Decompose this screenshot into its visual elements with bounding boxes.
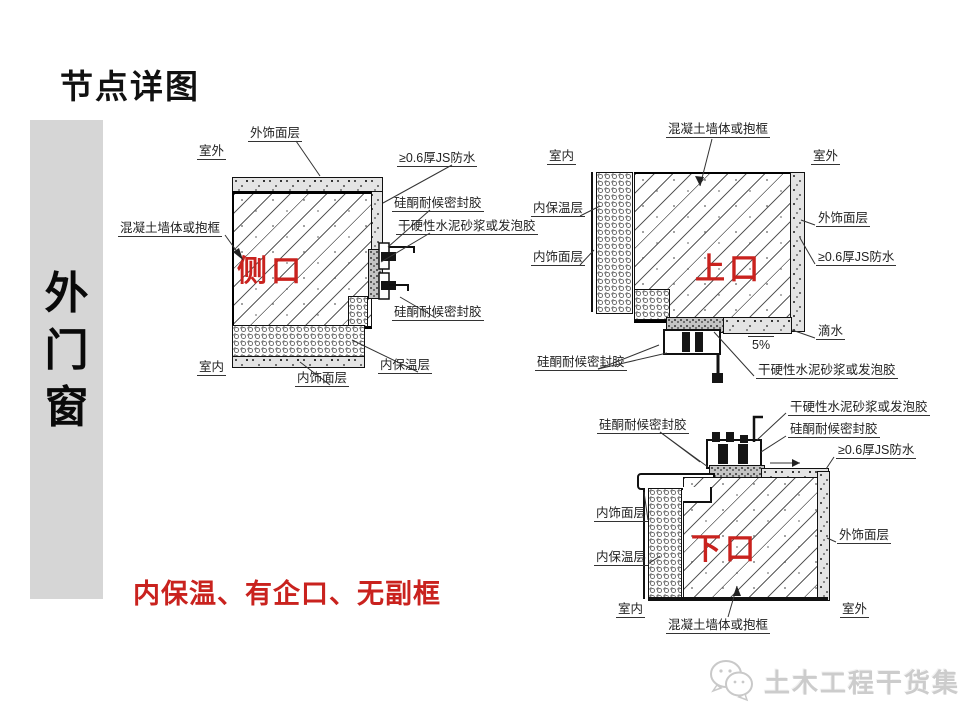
label-interior-finish: 内饰面层 bbox=[594, 506, 649, 523]
base-cut-line bbox=[648, 597, 828, 601]
insulation-rebate bbox=[634, 289, 670, 320]
label-js-waterproof: ≥0.6厚JS防水 bbox=[816, 250, 897, 267]
insulation-column bbox=[596, 172, 633, 314]
rebate-step bbox=[683, 487, 712, 503]
watermark-wechat-icon bbox=[710, 660, 753, 702]
note-text: 内保温、有企口、无副框 bbox=[133, 579, 441, 609]
page-title: 节点详图 bbox=[60, 68, 200, 105]
insulation-rebate bbox=[348, 296, 368, 327]
label-outdoor: 室外 bbox=[811, 149, 841, 166]
label-insulation: 内保温层 bbox=[531, 201, 586, 218]
banner-vertical-text: 外 门 窗 bbox=[30, 120, 103, 436]
label-interior-finish: 内饰面层 bbox=[531, 250, 586, 267]
banner-char: 门 bbox=[44, 326, 89, 375]
label-sealant: 硅酮耐候密封胶 bbox=[535, 355, 627, 372]
concrete-wall-hatch bbox=[232, 191, 372, 329]
label-indoor: 室内 bbox=[616, 602, 646, 619]
label-indoor: 室内 bbox=[547, 149, 577, 166]
tag-side-jamb: 侧口 bbox=[237, 255, 305, 288]
window-frame-profile bbox=[378, 242, 415, 300]
label-slope: 5% bbox=[748, 336, 775, 352]
label-concrete-wall: 混凝土墙体或抱框 bbox=[118, 221, 223, 238]
label-sealant-right: 硅酮耐候密封胶 bbox=[788, 422, 880, 439]
label-mortar-foam: 干硬性水泥砂浆或发泡胶 bbox=[788, 400, 930, 417]
section-banner-exterior-doors-windows: 外 门 窗 bbox=[30, 120, 103, 599]
insulation-column bbox=[648, 488, 682, 601]
label-concrete-wall: 混凝土墙体或抱框 bbox=[666, 122, 771, 139]
label-outdoor: 室外 bbox=[197, 144, 227, 161]
label-concrete-wall: 混凝土墙体或抱框 bbox=[666, 618, 771, 635]
label-drip: 滴水 bbox=[816, 324, 846, 341]
label-sealant-top: 硅酮耐候密封胶 bbox=[392, 196, 484, 213]
label-mortar-foam: 干硬性水泥砂浆或发泡胶 bbox=[756, 363, 898, 380]
banner-char: 外 bbox=[44, 269, 89, 318]
label-sealant-left: 硅酮耐候密封胶 bbox=[597, 418, 689, 435]
banner-char: 窗 bbox=[44, 383, 89, 432]
insulation-layer bbox=[232, 325, 365, 358]
window-frame-profile bbox=[663, 329, 723, 383]
label-js-waterproof: ≥0.6厚JS防水 bbox=[836, 443, 917, 460]
exterior-finish-band bbox=[790, 172, 805, 332]
tag-sill: 下口 bbox=[691, 533, 759, 566]
exterior-finish-band-vertical bbox=[368, 191, 383, 251]
interior-finish-band bbox=[232, 356, 365, 368]
label-outdoor: 室外 bbox=[840, 602, 870, 619]
exterior-finish-band bbox=[817, 471, 830, 601]
label-mortar-foam: 干硬性水泥砂浆或发泡胶 bbox=[396, 219, 538, 236]
label-interior-finish: 内饰面层 bbox=[295, 371, 350, 388]
label-indoor: 室内 bbox=[197, 360, 227, 377]
label-insulation: 内保温层 bbox=[378, 358, 433, 375]
label-js-waterproof: ≥0.6厚JS防水 bbox=[397, 151, 478, 168]
label-exterior-finish: 外饰面层 bbox=[816, 211, 871, 228]
watermark-text: 土木工程干货集 bbox=[764, 668, 960, 698]
mortar-strip bbox=[709, 465, 765, 479]
label-sealant-bottom: 硅酮耐候密封胶 bbox=[392, 305, 484, 322]
concrete-wall-hatch bbox=[634, 172, 792, 323]
label-exterior-finish: 外饰面层 bbox=[837, 528, 892, 545]
tag-head: 上口 bbox=[695, 253, 763, 286]
label-exterior-finish: 外饰面层 bbox=[248, 126, 303, 143]
mortar-strip bbox=[666, 317, 725, 333]
sloped-finish-band bbox=[723, 317, 792, 334]
label-insulation: 内保温层 bbox=[594, 550, 649, 567]
window-frame-profile bbox=[706, 415, 763, 469]
